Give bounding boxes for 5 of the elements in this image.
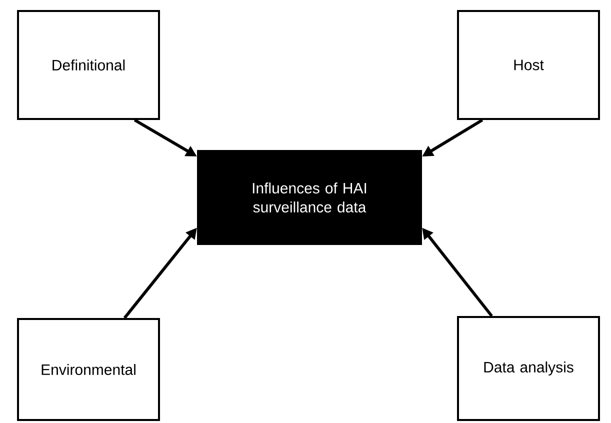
factor-box: Data analysis [457, 316, 600, 421]
title-box: Influences of HAI surveillance data [197, 150, 422, 245]
factor-box: Definitional [17, 10, 160, 120]
factor-box: Environmental [17, 318, 160, 421]
factor-box: Host [457, 10, 600, 120]
